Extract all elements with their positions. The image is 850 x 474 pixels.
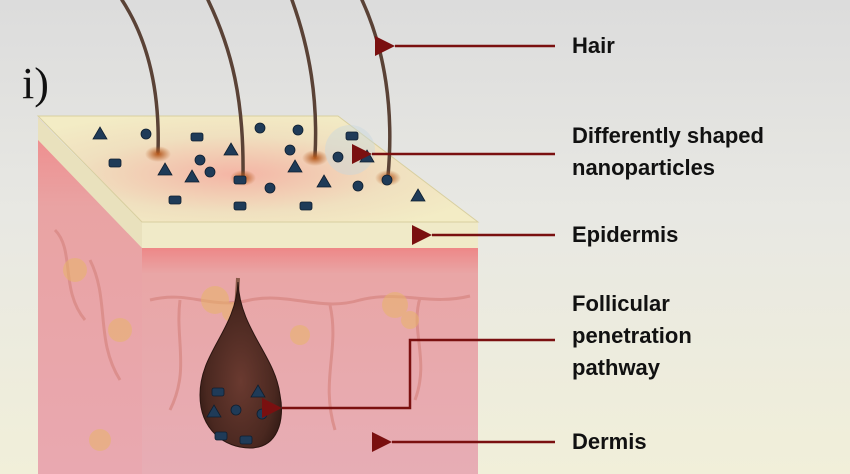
epidermis-label: Epidermis: [572, 222, 679, 247]
nanoparticle-triangle: [206, 404, 222, 418]
nanoparticle-sphere: [332, 151, 344, 163]
nanoparticle-rod: [211, 387, 225, 397]
nanoparticle-sphere: [381, 174, 393, 186]
nanoparticle-triangle: [287, 159, 303, 173]
nanoparticle-sphere: [140, 128, 152, 140]
epidermis-side-band: [38, 118, 142, 248]
nanoparticle-rod: [108, 158, 122, 168]
nanoparticle-sphere: [194, 154, 206, 166]
nanoparticle-sphere: [352, 180, 364, 192]
nanoparticles-label-line1: Differently shaped: [572, 123, 764, 148]
nanoparticle-triangle: [157, 162, 173, 176]
nanoparticle-sphere: [204, 166, 216, 178]
nanoparticle-rod: [168, 195, 182, 205]
skin-surface: [36, 115, 480, 223]
nanoparticle-triangle: [410, 188, 426, 202]
nanoparticle-sphere: [230, 404, 242, 416]
nanoparticle-triangle: [92, 126, 108, 140]
nanoparticle-triangle: [184, 169, 200, 183]
dermis-block: [142, 224, 478, 474]
nanoparticle-triangle: [223, 142, 239, 156]
hairs: [120, 0, 392, 178]
follicular-label: Follicular penetration pathway: [572, 288, 692, 384]
follicular-arrow: [262, 338, 555, 418]
nanoparticle-rod: [233, 175, 247, 185]
follicular-label-line3: pathway: [572, 355, 661, 380]
nanoparticle-triangle: [316, 174, 332, 188]
nanoparticle-rod: [190, 132, 204, 142]
nanoparticle-sphere: [284, 144, 296, 156]
nanoparticles-label: Differently shaped nanoparticles: [572, 120, 764, 184]
nanoparticle-rod: [233, 201, 247, 211]
nanoparticle-triangle: [250, 384, 266, 398]
follicular-label-line2: penetration: [572, 323, 692, 348]
panel-label: i): [22, 59, 49, 108]
nanoparticle-rod: [345, 131, 359, 141]
nanoparticle-sphere: [292, 124, 304, 136]
nanoparticles-label-line2: nanoparticles: [572, 155, 716, 180]
hair-label: Hair: [572, 33, 615, 58]
nanoparticle-sphere: [256, 408, 268, 420]
nanoparticle-sphere: [254, 122, 266, 134]
nanoparticle-sphere: [264, 182, 276, 194]
arrows: [262, 36, 555, 452]
dermis-label: Dermis: [572, 429, 647, 454]
hair-follicle-bulb: [199, 281, 282, 449]
nanoparticle-rod: [214, 431, 228, 441]
follicular-label-line1: Follicular: [572, 291, 670, 316]
nanoparticle-rod: [299, 201, 313, 211]
epidermis-band: [142, 222, 478, 248]
nanoparticle-rod: [239, 435, 253, 445]
